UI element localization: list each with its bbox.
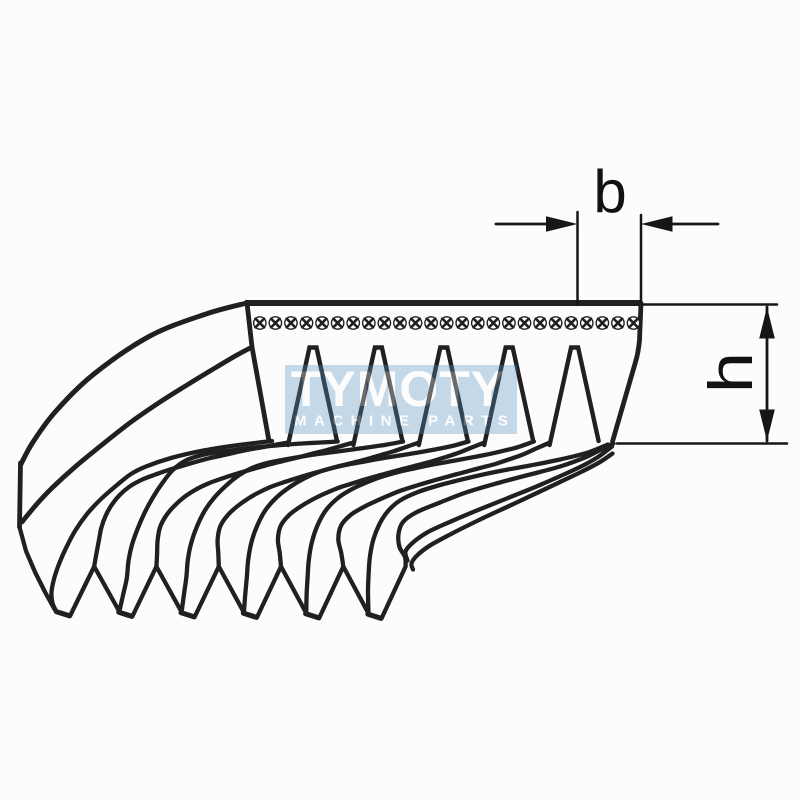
svg-text:b: b: [593, 158, 626, 225]
svg-text:MACHINE PARTS: MACHINE PARTS: [294, 412, 515, 429]
svg-text:TYMOTY: TYMOTY: [291, 361, 505, 417]
svg-text:h: h: [696, 352, 766, 393]
